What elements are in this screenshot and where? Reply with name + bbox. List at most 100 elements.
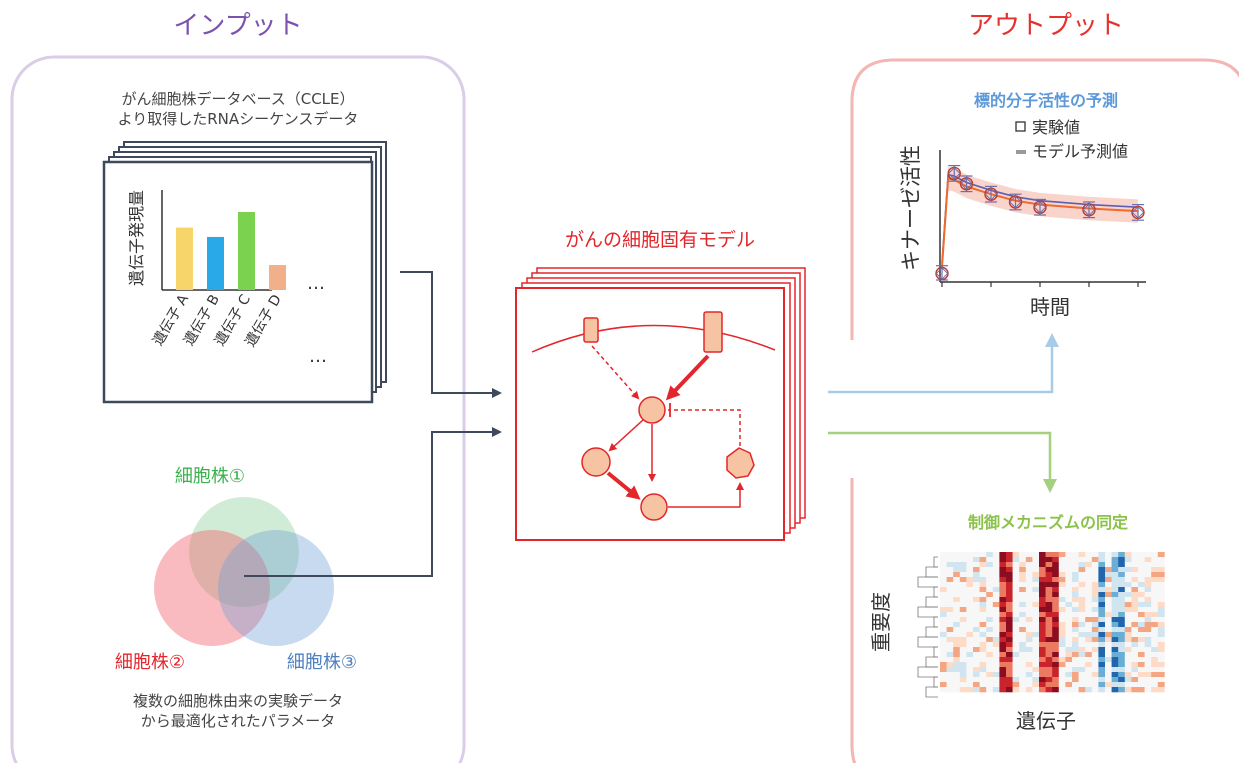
heatmap-cell xyxy=(1019,652,1027,658)
heatmap-cell xyxy=(1144,617,1152,623)
heatmap-cell xyxy=(1078,567,1086,573)
heatmap-cell xyxy=(940,567,947,573)
heatmap-cell xyxy=(1111,647,1119,653)
heatmap-cell xyxy=(1105,672,1112,678)
heatmap-cell xyxy=(1039,647,1046,653)
heatmap-cell xyxy=(1072,677,1079,683)
heatmap-cell xyxy=(1091,677,1099,683)
heatmap-cell xyxy=(992,552,1000,558)
heatmap-cell xyxy=(1098,607,1106,613)
heatmap-cell xyxy=(1025,617,1033,623)
heatmap-cell xyxy=(1105,577,1112,583)
heatmap-cell xyxy=(1157,677,1165,683)
heatmap-cell xyxy=(1138,577,1145,583)
heatmap-cell xyxy=(1118,682,1126,688)
heatmap-cell xyxy=(946,572,954,578)
heatmap-cell xyxy=(1118,647,1126,653)
heatmap-cell xyxy=(973,657,980,663)
heatmap-cell xyxy=(1058,627,1066,633)
heatmap-cell xyxy=(1085,647,1093,653)
heatmap-cell xyxy=(1091,627,1099,633)
heatmap-cell xyxy=(992,557,1000,563)
heatmap-cell xyxy=(1078,647,1086,653)
heatmap-cell xyxy=(1138,687,1145,693)
heatmap-cell xyxy=(940,617,947,623)
heatmap-cell xyxy=(1118,602,1126,608)
heatmap-cell xyxy=(1058,552,1066,558)
heatmap-cell xyxy=(959,557,967,563)
heatmap-cell xyxy=(1144,632,1152,638)
heatmap-cell xyxy=(1091,632,1099,638)
heatmap-cell xyxy=(1065,622,1073,628)
heatmap-cell xyxy=(1124,562,1132,568)
heatmap-cell xyxy=(1072,682,1079,688)
heatmap-cell xyxy=(986,652,994,658)
heatmap-cell xyxy=(1065,607,1073,613)
heatmap-cell xyxy=(999,622,1007,628)
heatmap-cell xyxy=(1078,612,1086,618)
heatmap-cell xyxy=(1006,602,1013,608)
heatmap-cell xyxy=(1052,647,1060,653)
heatmap-cell xyxy=(1151,662,1159,668)
heatmap-cell xyxy=(1105,562,1112,568)
heatmap-cell xyxy=(986,582,994,588)
heatmap-cell xyxy=(1151,667,1159,673)
heatmap-cell xyxy=(959,577,967,583)
heatmap-cell xyxy=(1098,682,1106,688)
heatmap-cell xyxy=(946,642,954,648)
heatmap-cell xyxy=(1019,672,1027,678)
heatmap-cell xyxy=(1019,662,1027,668)
heatmap-cell xyxy=(966,667,974,673)
heatmap-cell xyxy=(992,662,1000,668)
heatmap-cell xyxy=(1065,562,1073,568)
heatmap-cell xyxy=(1098,687,1106,693)
heatmap-cell xyxy=(1151,687,1159,693)
heatmap-cell xyxy=(1052,682,1060,688)
heatmap-cell xyxy=(1085,597,1093,603)
heatmap-cell xyxy=(1025,607,1033,613)
heatmap-cell xyxy=(1058,602,1066,608)
heatmap-cell xyxy=(1157,607,1165,613)
heatmap-cell xyxy=(1131,602,1139,608)
heatmap-cell xyxy=(1065,592,1073,598)
heatmap-cell xyxy=(979,687,987,693)
heatmap-cell xyxy=(1098,657,1106,663)
heatmap-cell xyxy=(1085,662,1093,668)
heatmap-cell xyxy=(1157,642,1165,648)
heatmap-cell xyxy=(992,642,1000,648)
heatmap-cell xyxy=(1019,617,1027,623)
heatmap-cell xyxy=(1019,612,1027,618)
heatmap-cell xyxy=(979,592,987,598)
heatmap-cell xyxy=(1098,637,1106,643)
heatmap-cell xyxy=(1091,577,1099,583)
heatmap-cell xyxy=(946,612,954,618)
heatmap-cell xyxy=(966,582,974,588)
heatmap-cell xyxy=(1118,582,1126,588)
heatmap-cell xyxy=(953,662,961,668)
heatmap-cell xyxy=(1105,662,1112,668)
heatmap-cell xyxy=(986,637,994,643)
heatmap-cell xyxy=(1012,582,1020,588)
heatmap-cell xyxy=(1039,557,1046,563)
heatmap-cell xyxy=(1098,617,1106,623)
heatmap-cell xyxy=(966,572,974,578)
venn-circle-1 xyxy=(189,497,299,607)
heatmap-cell xyxy=(1072,557,1079,563)
heatmap-cell xyxy=(979,672,987,678)
heatmap-cell xyxy=(992,577,1000,583)
heatmap-cell xyxy=(1138,667,1145,673)
heatmap-cell xyxy=(1157,552,1165,558)
heatmap-cell xyxy=(1065,577,1073,583)
heatmap-cell xyxy=(1118,552,1126,558)
heatmap-cell xyxy=(1078,642,1086,648)
heatmap-cell xyxy=(1006,597,1013,603)
node-heptagon xyxy=(726,447,755,479)
heatmap-cell xyxy=(1124,647,1132,653)
heatmap-cell xyxy=(1157,587,1165,593)
heatmap-cell xyxy=(1006,662,1013,668)
heatmap-cell xyxy=(953,597,961,603)
heatmap-cell xyxy=(1032,592,1040,598)
heatmap-cell xyxy=(1045,687,1053,693)
heatmap-cell xyxy=(1032,572,1040,578)
heatmap-cell xyxy=(1144,637,1152,643)
